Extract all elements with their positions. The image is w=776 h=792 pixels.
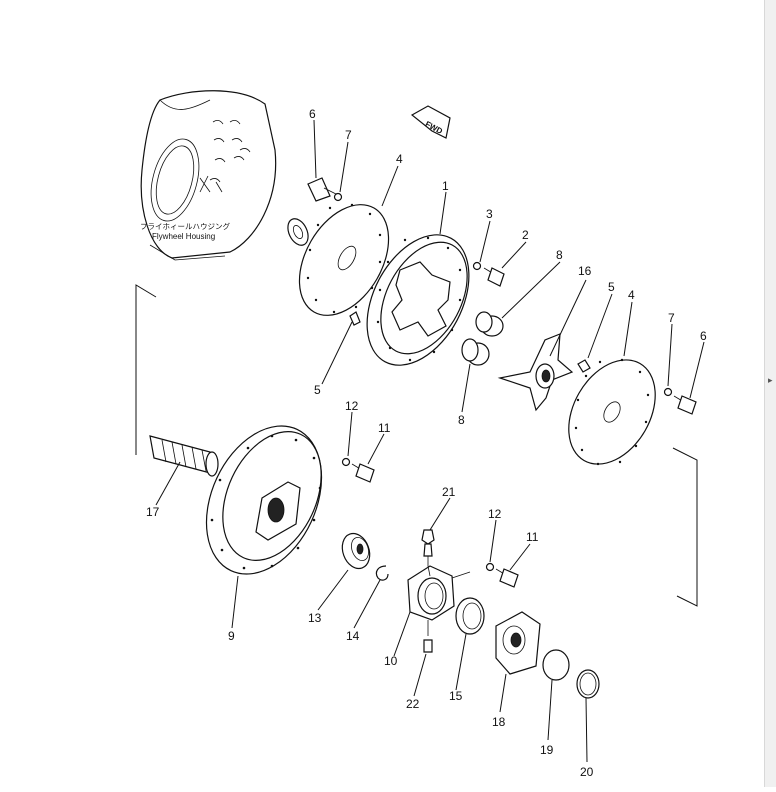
bolt-6-upper-icon xyxy=(307,177,343,202)
plug-22-icon xyxy=(423,620,433,653)
spider-16 xyxy=(497,333,574,412)
pin-5-left-icon xyxy=(349,311,361,326)
callout-6-upper: 6 xyxy=(309,107,316,121)
flywheel-housing-label-jp: フライホィールハウジング xyxy=(140,221,230,231)
callout-5-right: 5 xyxy=(608,280,615,294)
bearing-13-icon xyxy=(341,532,371,570)
yoke-18 xyxy=(495,611,541,675)
callout-5-left: 5 xyxy=(314,383,321,397)
callout-6-right: 6 xyxy=(700,329,707,343)
bushing-8-lower-icon xyxy=(461,338,490,366)
callout-11-lower: 11 xyxy=(526,530,539,544)
callout-9: 9 xyxy=(228,629,235,643)
callout-8-lower: 8 xyxy=(458,413,465,427)
callout-15: 15 xyxy=(449,689,463,703)
cap-19-icon xyxy=(542,649,570,681)
seal-15-icon xyxy=(455,597,485,635)
flywheel-housing-label-en: Flywheel Housing xyxy=(152,232,215,241)
callout-21: 21 xyxy=(442,485,456,499)
bolt-6-right-icon xyxy=(663,387,697,415)
snap-ring-14-icon xyxy=(375,565,389,581)
bearing-housing-10 xyxy=(407,565,471,621)
callout-18: 18 xyxy=(492,715,506,729)
callout-22: 22 xyxy=(406,697,420,711)
callout-13: 13 xyxy=(308,611,322,625)
bracket-right xyxy=(672,447,698,607)
callout-3: 3 xyxy=(486,207,493,221)
callout-12-lower: 12 xyxy=(488,507,502,521)
vertical-scrollbar[interactable]: ▸ xyxy=(764,0,776,787)
callout-4-right: 4 xyxy=(628,288,635,302)
bolt-2-icon xyxy=(472,261,505,287)
flywheel-housing: フライホィールハウジング Flywheel Housing xyxy=(140,90,277,261)
callout-2: 2 xyxy=(522,228,529,242)
plate-4-upper xyxy=(298,203,390,316)
scroll-right-arrow-icon[interactable]: ▸ xyxy=(768,376,773,386)
callout-14: 14 xyxy=(346,629,360,643)
pin-5-right-icon xyxy=(577,359,591,373)
callout-11-upper: 11 xyxy=(378,421,391,435)
bolt-11-upper-icon xyxy=(341,457,375,483)
bearing-upper-icon xyxy=(287,218,309,246)
bushing-8-upper-icon xyxy=(475,311,504,337)
callout-17: 17 xyxy=(146,505,160,519)
callout-20: 20 xyxy=(580,765,594,779)
callout-10: 10 xyxy=(384,654,398,668)
callouts: 6 7 4 1 3 2 8 16 5 4 7 6 5 8 12 11 17 9 … xyxy=(146,107,707,779)
fwd-arrow: FWD xyxy=(410,105,451,139)
callout-16: 16 xyxy=(578,264,592,278)
flywheel-9 xyxy=(205,425,323,575)
callout-7-right: 7 xyxy=(668,311,675,325)
snap-ring-20-icon xyxy=(576,669,600,699)
coupling-1 xyxy=(366,234,470,366)
callout-4-upper: 4 xyxy=(396,152,403,166)
bracket-left xyxy=(135,284,157,455)
callout-12-upper: 12 xyxy=(345,399,359,413)
leader-lines xyxy=(155,119,705,763)
callout-8-upper: 8 xyxy=(556,248,563,262)
callout-1: 1 xyxy=(442,179,449,193)
plate-4-right xyxy=(568,358,656,466)
shaft-17 xyxy=(149,435,219,477)
grease-fitting-21-icon xyxy=(421,529,435,566)
callout-7-upper: 7 xyxy=(345,128,352,142)
bolt-11-lower-icon xyxy=(485,562,519,588)
exploded-parts-diagram: フライホィールハウジング Flywheel Housing FWD xyxy=(135,90,707,779)
callout-19: 19 xyxy=(540,743,554,757)
